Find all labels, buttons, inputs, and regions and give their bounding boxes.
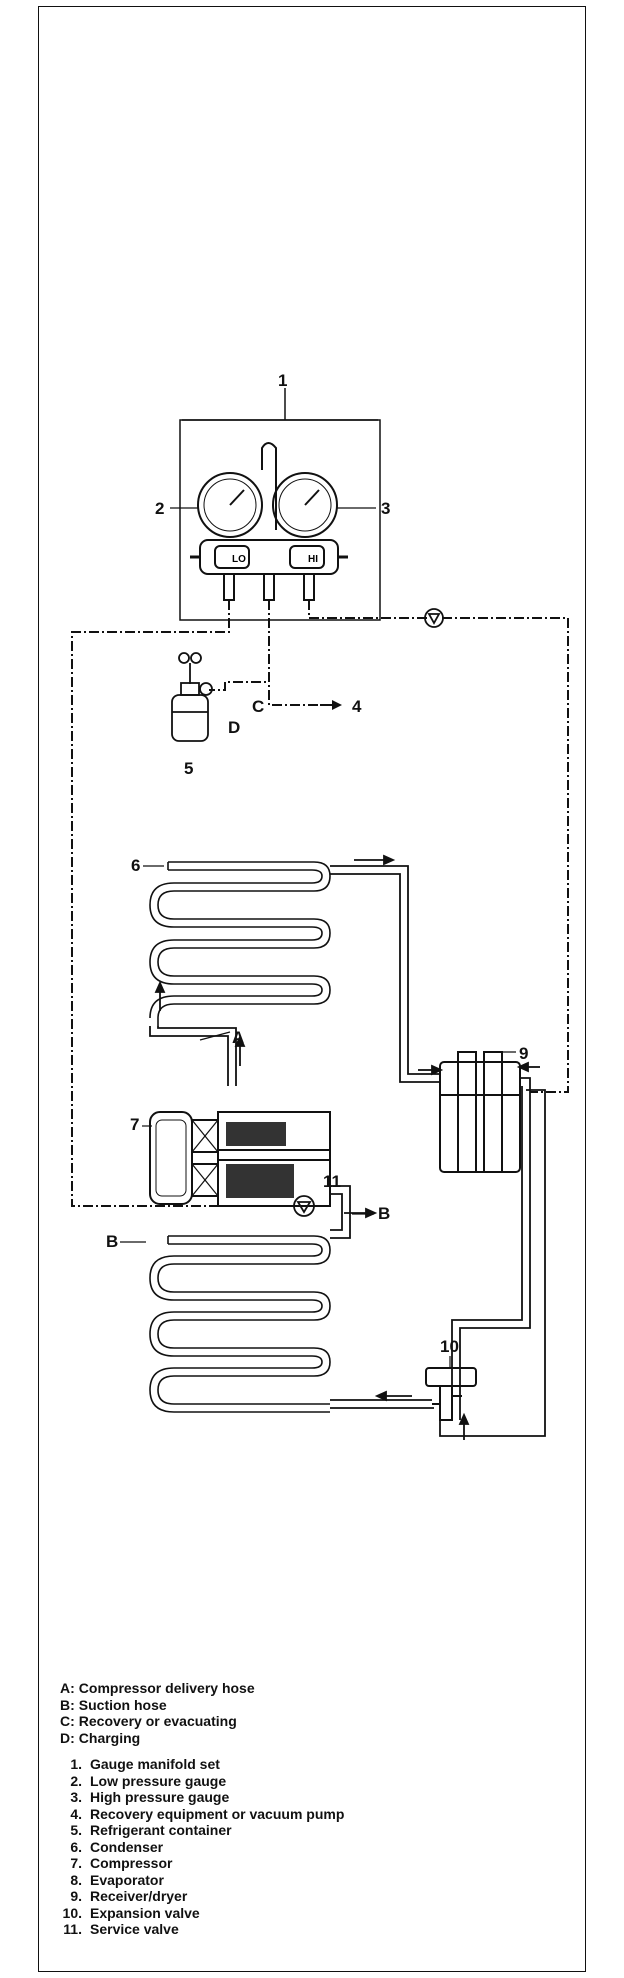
legend-item-2: 2.Low pressure gauge (70, 1772, 227, 1789)
high-pressure-gauge (272, 472, 376, 538)
service-valve-high-side (424, 608, 444, 628)
label-3: 3 (381, 499, 390, 518)
expansion-valve (425, 1367, 477, 1421)
low-pressure-gauge (170, 472, 263, 538)
legend-item-4: 4.Recovery equipment or vacuum pump (70, 1805, 345, 1822)
label-11: 11 (323, 1172, 341, 1191)
label-D: D (228, 718, 240, 737)
label-1: 1 (278, 371, 287, 390)
legend-item-1: 1.Gauge manifold set (70, 1756, 220, 1772)
legend-item-D: D:Charging (60, 1729, 141, 1746)
hi-valve-label: HI (308, 554, 318, 565)
label-B-suction: B (378, 1204, 390, 1223)
label-6: 6 (131, 856, 140, 875)
label-2: 2 (155, 499, 164, 518)
compressor-cylinder-lower (226, 1164, 294, 1198)
legend-item-5: 5.Refrigerant container (70, 1822, 232, 1838)
legend-item-B: B:Suction hose (60, 1696, 167, 1713)
arrow-head-recovery (332, 700, 342, 710)
receiver-dryer (439, 1051, 521, 1173)
service-valve-suction (293, 1195, 330, 1217)
legend-item-6: 6.Condenser (70, 1838, 164, 1855)
legend-item-7: 7.Compressor (70, 1855, 173, 1871)
leader-A (199, 1031, 231, 1041)
figure-frame (38, 6, 586, 1972)
legend-item-9: 9.Receiver/dryer (70, 1888, 188, 1904)
label-7: 7 (130, 1115, 139, 1134)
label-10: 10 (440, 1337, 459, 1356)
condenser (149, 861, 331, 1026)
manifold-body (190, 442, 348, 601)
legend-item-A: A:Compressor delivery hose (60, 1680, 255, 1696)
service-hoses (71, 600, 569, 1207)
label-5: 5 (184, 759, 193, 778)
refrigerant-lines (149, 865, 546, 1437)
compressor-cylinder-upper (226, 1122, 286, 1146)
label-4: 4 (352, 697, 362, 716)
label-B-evaporator: B (106, 1232, 118, 1251)
gauge-manifold-set (179, 388, 381, 621)
flow-arrows (154, 854, 540, 1440)
legend-item-11: 11.Service valve (63, 1921, 179, 1937)
compressor (149, 1111, 331, 1207)
evaporator (149, 1235, 331, 1413)
legend-item-10: 10.Expansion valve (62, 1904, 200, 1921)
legend-item-8: 8.Evaporator (70, 1871, 164, 1888)
legend-item-3: 3.High pressure gauge (70, 1789, 230, 1805)
lo-valve-label: LO (232, 554, 246, 565)
label-C: C (252, 697, 264, 716)
legend-item-C: C:Recovery or evacuating (60, 1713, 237, 1729)
refrigerant-container (171, 652, 213, 742)
legend: A:Compressor delivery hose B:Suction hos… (60, 1680, 580, 1938)
label-A: A (232, 1028, 244, 1047)
label-9: 9 (519, 1044, 528, 1063)
